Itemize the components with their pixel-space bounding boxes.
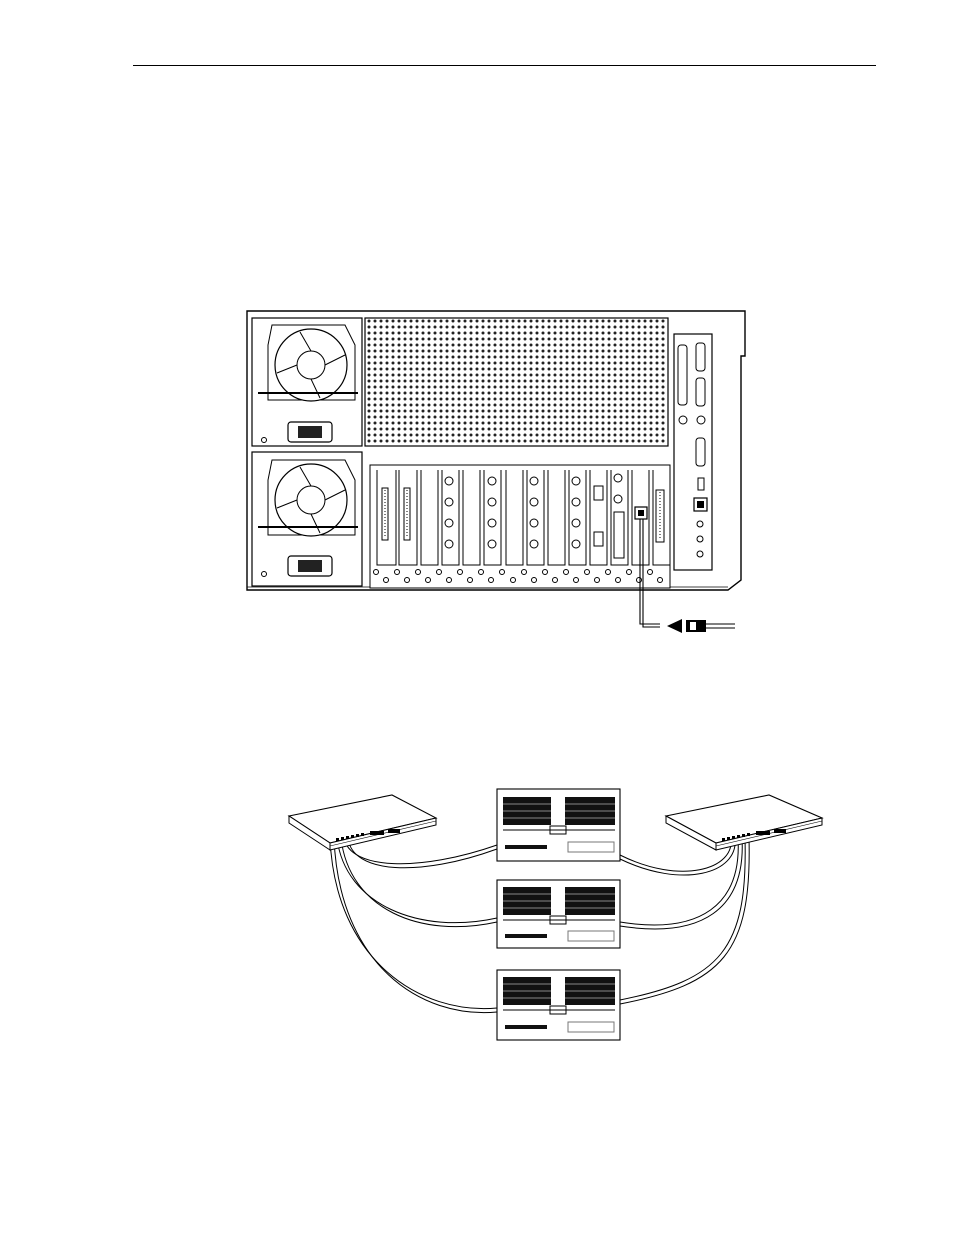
network-switch-left	[289, 795, 436, 850]
rear-panel-figure	[240, 300, 760, 645]
server-unit-2	[497, 880, 620, 948]
network-switch-right	[666, 795, 822, 850]
server-unit-3	[497, 970, 620, 1040]
network-figure	[280, 780, 830, 1050]
arrow-left-icon	[667, 619, 682, 633]
vent-grill	[365, 318, 668, 446]
power-supply-top	[252, 318, 362, 446]
expansion-slots	[370, 465, 670, 588]
header-rule	[133, 65, 876, 66]
server-unit-1	[497, 789, 620, 861]
io-panel	[674, 334, 712, 570]
power-supply-bottom	[252, 452, 362, 586]
